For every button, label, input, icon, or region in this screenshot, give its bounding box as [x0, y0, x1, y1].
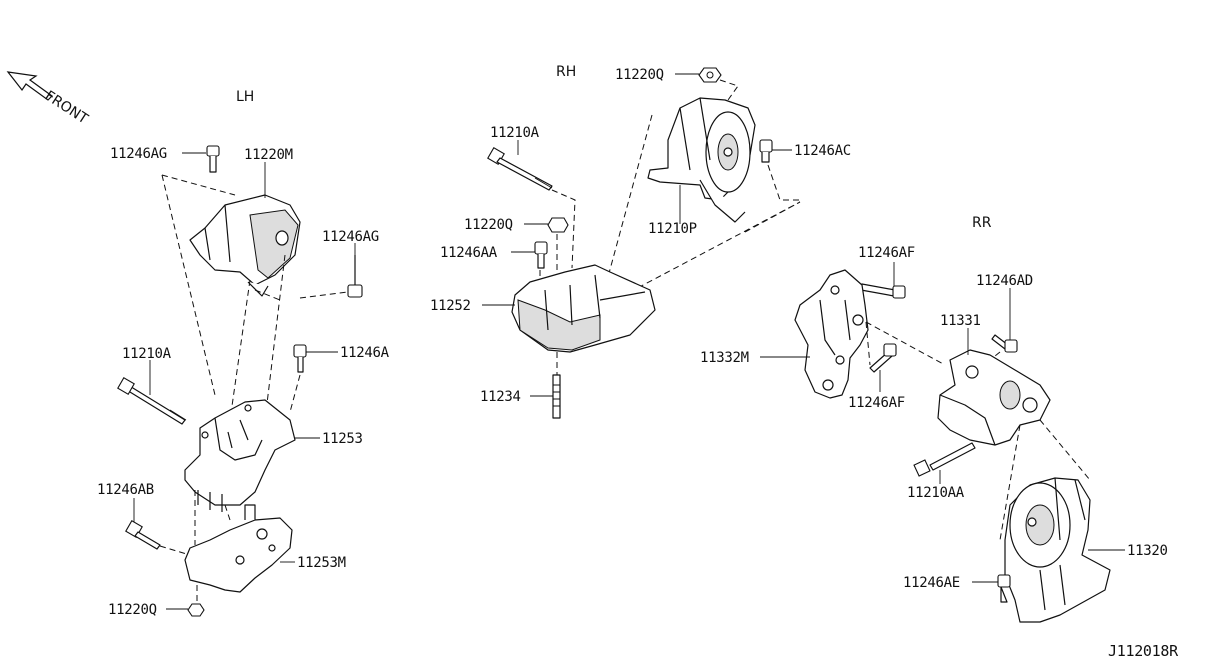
- label-11246AG-side: 11246AG: [322, 229, 379, 245]
- label-11220Q-lh: 11220Q: [108, 602, 157, 618]
- label-11246AG-top: 11246AG: [110, 146, 167, 162]
- nut-11220Q-rh-top: [698, 67, 722, 83]
- bolt-11246AC: [759, 139, 773, 163]
- part-11320-insulator: [1004, 477, 1111, 623]
- front-label: FRONT: [42, 88, 91, 128]
- bolt-11210AA: [913, 442, 976, 477]
- part-11220M-insulator: [189, 194, 301, 297]
- label-11246AA: 11246AA: [440, 245, 498, 261]
- nut-11220Q-lh: [187, 603, 205, 617]
- bolt-11210A-rh: [487, 147, 553, 191]
- label-11246AF-top: 11246AF: [858, 245, 915, 261]
- part-11332M-bracket: [794, 269, 869, 399]
- label-11210A-lh: 11210A: [122, 346, 172, 362]
- bolt-11246AG-side: [347, 255, 363, 298]
- section-label-lh: LH: [236, 89, 254, 105]
- bolt-11246AA: [534, 241, 548, 269]
- part-11253-bracket: [184, 399, 296, 512]
- label-11246AB: 11246AB: [97, 482, 154, 498]
- part-11252-bracket: [511, 264, 656, 353]
- label-11252: 11252: [430, 298, 471, 314]
- section-label-rh: RH: [556, 64, 576, 80]
- part-11331-bracket: [937, 349, 1051, 446]
- part-11210P-insulator: [647, 97, 756, 223]
- bolt-11246A: [293, 344, 307, 373]
- stud-11234: [552, 374, 561, 419]
- label-11253: 11253: [322, 431, 363, 447]
- label-11210A-rh: 11210A: [490, 125, 540, 141]
- label-11210P: 11210P: [648, 221, 697, 237]
- label-11246A: 11246A: [340, 345, 390, 361]
- label-11220M: 11220M: [244, 147, 293, 163]
- label-11220Q-rh-top: 11220Q: [615, 67, 664, 83]
- label-11220Q-rh: 11220Q: [464, 217, 513, 233]
- diagram-code: J112018R: [1108, 642, 1179, 660]
- label-11246AC: 11246AC: [794, 143, 851, 159]
- section-label-rr: RR: [972, 215, 992, 231]
- bolt-11246AE: [997, 574, 1011, 603]
- label-11332M: 11332M: [700, 350, 749, 366]
- label-11210AA: 11210AA: [907, 485, 965, 501]
- bolt-11246AF-top: [860, 283, 906, 299]
- label-11320: 11320: [1127, 543, 1168, 559]
- bolt-11210A-lh: [117, 377, 187, 425]
- label-11246AE: 11246AE: [903, 575, 960, 591]
- nut-11220Q-rh: [547, 217, 569, 233]
- front-arrow-icon: [6, 71, 53, 101]
- bolt-11246AG-top: [206, 145, 220, 173]
- label-11246AD: 11246AD: [976, 273, 1033, 289]
- label-11331: 11331: [940, 313, 981, 329]
- label-11246AF: 11246AF: [848, 395, 905, 411]
- bolt-11246AD: [991, 334, 1018, 353]
- label-11253M: 11253M: [297, 555, 346, 571]
- label-11234: 11234: [480, 389, 521, 405]
- bolt-11246AB: [125, 520, 161, 550]
- bolt-11246AF: [869, 343, 897, 373]
- part-11253M-bracket: [184, 504, 293, 593]
